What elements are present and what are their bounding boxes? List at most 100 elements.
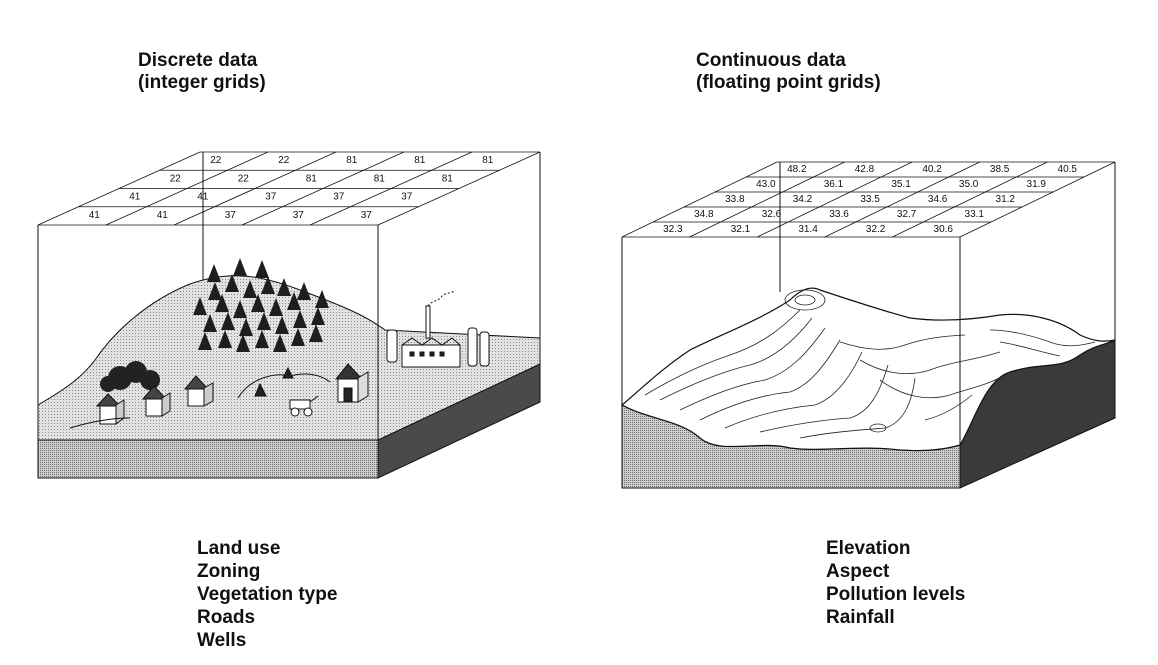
grid-line [689, 161, 845, 238]
discrete-box-frame [37, 152, 541, 440]
grid-cell-value: 41 [157, 210, 169, 221]
grid-cell-value: 81 [306, 173, 318, 184]
grid-line [959, 161, 1116, 238]
continuous-box-frame [621, 162, 1116, 445]
tree-icon [243, 280, 257, 298]
house [183, 375, 214, 407]
tree-icon [275, 316, 289, 334]
grid-cell-value: 36.1 [824, 179, 844, 190]
grid-cell-value: 33.5 [860, 194, 880, 205]
grid-cell-value: 81 [374, 173, 386, 184]
grid-cell-value: 43.0 [756, 179, 776, 190]
discrete-data-title: Discrete data (integer grids) [138, 50, 266, 94]
grid-cell-value: 22 [278, 155, 290, 166]
grid-cell-value: 35.1 [891, 179, 911, 190]
tree-icon [251, 294, 265, 312]
tree-icon [215, 294, 229, 312]
grid-cell-value: 37 [333, 192, 345, 203]
grid-cell-value: 22 [210, 155, 222, 166]
tree-icon [261, 276, 275, 294]
tree-icon [236, 334, 250, 352]
tree-icon [233, 300, 247, 318]
road [69, 417, 131, 429]
grid-cell-value: 40.2 [922, 164, 942, 175]
grid-cell-value: 81 [346, 155, 358, 166]
tree-icon [225, 274, 239, 292]
tree-icon [273, 334, 287, 352]
tree-icon [297, 282, 311, 300]
list-item: Pollution levels [826, 584, 966, 605]
discrete-base-front [37, 439, 379, 479]
grid-cell-value: 32.6 [762, 209, 782, 220]
grid-line [105, 151, 269, 226]
tree-icon [193, 297, 207, 315]
tree-icon [207, 264, 221, 282]
list-item: Wells [197, 630, 247, 651]
grid-cell-value: 33.6 [829, 209, 849, 220]
forest [193, 258, 329, 352]
tree-icon [257, 312, 271, 330]
grid-cell-value: 30.6 [934, 224, 954, 235]
grid-line [824, 161, 980, 238]
grid-cell-value: 81 [482, 155, 494, 166]
grid-cell-value: 37 [361, 210, 373, 221]
wells [237, 366, 331, 399]
grid-cell-value: 37 [265, 192, 277, 203]
grid-cell-value: 37 [401, 192, 413, 203]
grid-line [377, 151, 541, 226]
tree-icon [269, 298, 283, 316]
grid-cell-value: 41 [129, 192, 141, 203]
list-item: Aspect [826, 561, 890, 582]
tree-icon [315, 290, 329, 308]
tree-icon [239, 318, 253, 336]
discrete-title-line2: (integer grids) [138, 72, 266, 93]
list-item: Roads [197, 607, 256, 628]
tree-icon [277, 278, 291, 296]
discrete-title-line1: Discrete data [138, 50, 258, 71]
grid-cell-value: 81 [414, 155, 426, 166]
grid-cell-value: 32.3 [663, 224, 683, 235]
list-item: Land use [197, 538, 281, 559]
grid-cell-value: 42.8 [855, 164, 875, 175]
bushes [100, 361, 160, 392]
grid-line [621, 161, 778, 238]
contour-lines [644, 289, 1096, 439]
list-item: Rainfall [826, 607, 895, 628]
tree-icon [311, 307, 325, 325]
tractor [289, 395, 319, 417]
tree-icon [218, 330, 232, 348]
continuous-title-line2: (floating point grids) [696, 72, 881, 93]
grid-cell-value: 32.2 [866, 224, 886, 235]
grid-cell-value: 34.2 [793, 194, 813, 205]
grid-cell-value: 22 [170, 173, 182, 184]
grid-cell-value: 22 [238, 173, 250, 184]
list-item: Zoning [197, 561, 261, 582]
grid-cell-value: 41 [197, 192, 209, 203]
continuous-title-line1: Continuous data [696, 50, 846, 71]
tree-icon [221, 312, 235, 330]
grid-cell-value: 41 [89, 210, 101, 221]
list-item: Elevation [826, 538, 911, 559]
house [141, 385, 171, 417]
grid-cell-value: 37 [225, 210, 237, 221]
tree-icon [291, 328, 305, 346]
grid-line [757, 161, 913, 238]
tree-icon [287, 292, 301, 310]
grid-cell-value: 81 [442, 173, 454, 184]
tree-icon [309, 324, 323, 342]
barn [334, 363, 369, 403]
tree-icon [203, 314, 217, 332]
continuous-uses-list: Elevation Aspect Pollution levels Rainfa… [826, 537, 965, 629]
grid-cell-value: 34.6 [928, 194, 948, 205]
grid-cell-value: 38.5 [990, 164, 1010, 175]
grid-line [241, 151, 405, 226]
grid-line [309, 151, 473, 226]
factory [386, 289, 490, 368]
grid-cell-value: 40.5 [1058, 164, 1078, 175]
tree-icon [255, 260, 269, 278]
grid-cell-value: 31.2 [996, 194, 1016, 205]
